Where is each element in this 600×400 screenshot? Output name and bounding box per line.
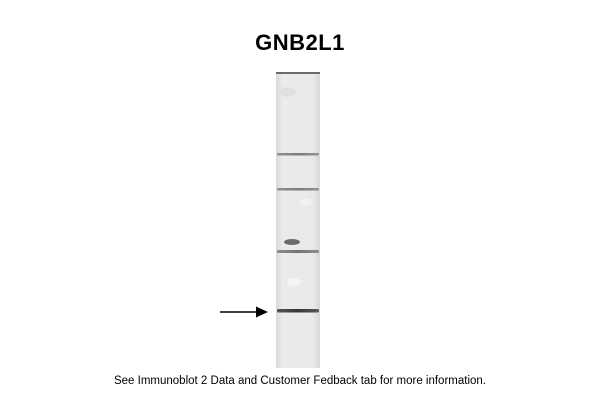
smudge: [287, 278, 301, 286]
smudge: [280, 87, 296, 97]
band-target: [277, 309, 319, 313]
well-line: [276, 72, 320, 74]
right-arrow-icon: [220, 304, 270, 320]
band-1: [277, 153, 319, 156]
blot-image: [276, 72, 320, 368]
band-3-spot: [284, 239, 300, 245]
band-2: [277, 188, 319, 191]
band-4: [277, 250, 319, 253]
smudge: [300, 198, 312, 206]
lane-background: [276, 72, 320, 368]
figure-caption: See Immunoblot 2 Data and Customer Fedba…: [113, 375, 486, 387]
western-blot-lane: [276, 72, 320, 368]
figure-title: GNB2L1: [255, 30, 345, 55]
